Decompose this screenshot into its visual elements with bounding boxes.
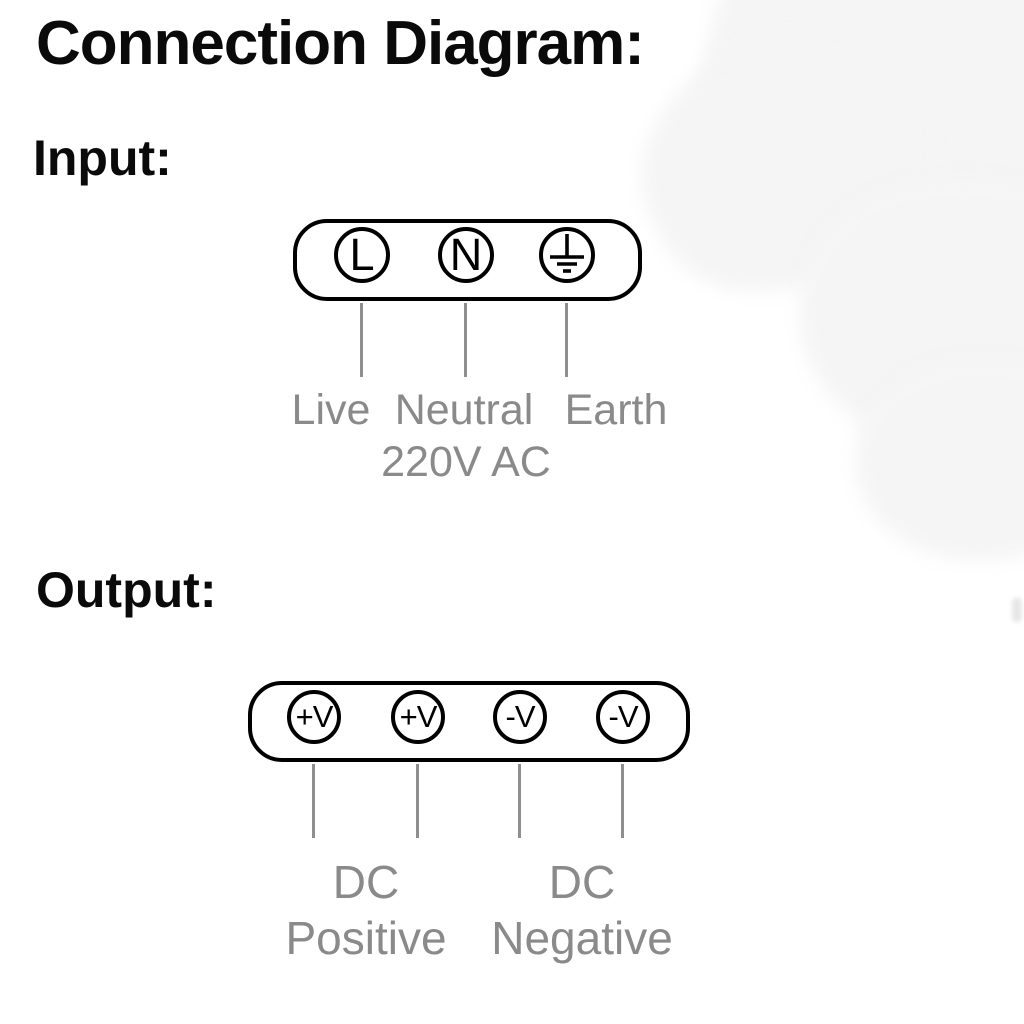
label-dc-positive: DC Positive — [285, 854, 446, 966]
wire-dc-neg-1 — [518, 764, 521, 838]
input-heading: Input: — [33, 130, 172, 186]
terminal-symbol-plus-v: +V — [399, 698, 438, 734]
terminal-symbol-plus-v: +V — [295, 698, 334, 734]
label-dc-positive-line2: Positive — [285, 912, 447, 964]
label-earth: Earth — [564, 386, 668, 434]
terminal-symbol-l: L — [349, 228, 375, 280]
wire-dc-neg-2 — [621, 764, 624, 838]
label-dc-negative: DC Negative — [491, 854, 673, 966]
output-terminal-pos-2: +V — [391, 690, 445, 744]
wire-dc-pos-2 — [416, 764, 419, 838]
wire-live — [360, 303, 363, 377]
wire-neutral — [464, 303, 467, 377]
label-dc-positive-line1: DC — [332, 856, 400, 908]
output-heading: Output: — [36, 562, 217, 618]
label-neutral: Neutral — [394, 386, 534, 434]
output-terminal-neg-2: -V — [596, 690, 650, 744]
output-terminal-neg-1: -V — [493, 690, 547, 744]
label-dc-negative-line1: DC — [548, 856, 616, 908]
terminal-symbol-minus-v: -V — [608, 698, 639, 734]
page-title: Connection Diagram: — [36, 9, 645, 78]
input-terminal-earth — [539, 227, 595, 283]
label-dc-negative-line2: Negative — [491, 912, 673, 964]
input-terminal-neutral: N — [438, 227, 494, 283]
earth-ground-icon — [550, 234, 584, 273]
output-terminal-pos-1: +V — [287, 690, 341, 744]
input-terminal-block — [293, 219, 642, 301]
label-live: Live — [291, 386, 371, 434]
label-supply-voltage: 220V AC — [381, 438, 551, 486]
output-terminal-block — [248, 681, 690, 762]
terminal-symbol-minus-v: -V — [505, 698, 536, 734]
wire-earth — [565, 303, 568, 377]
watermark-speck — [1012, 598, 1022, 622]
terminal-symbol-n: N — [449, 228, 483, 280]
wire-dc-pos-1 — [312, 764, 315, 838]
input-terminal-live: L — [334, 227, 390, 283]
